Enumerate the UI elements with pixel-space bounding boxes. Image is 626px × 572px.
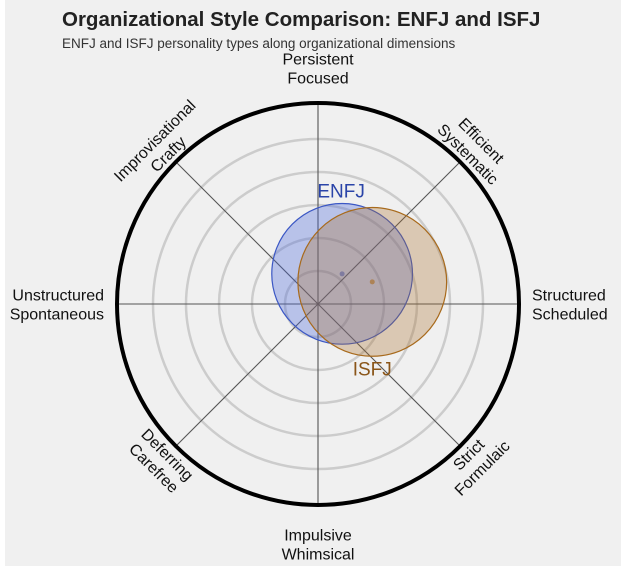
bubble-center-dot [339, 271, 345, 277]
bubble-enfj: ENFJ [271, 182, 414, 345]
series-label: ISFJ [353, 359, 392, 380]
svg-text:Structured: Structured [532, 288, 606, 305]
chart-subtitle: ENFJ and ISFJ personality types along or… [62, 36, 456, 51]
axis-line [175, 161, 319, 305]
axis-line [175, 303, 319, 447]
series-label: ENFJ [317, 182, 365, 203]
svg-text:Spontaneous: Spontaneous [10, 307, 104, 324]
svg-text:Whimsical: Whimsical [282, 547, 355, 564]
chart-title: Organizational Style Comparison: ENFJ an… [62, 8, 541, 31]
svg-text:Scheduled: Scheduled [532, 307, 608, 324]
svg-text:Focused: Focused [287, 71, 348, 88]
outer-boundary [115, 101, 521, 507]
bubbles: ENFJ ISFJ [271, 182, 448, 380]
axis-line [317, 161, 461, 305]
bubble-isfj: ISFJ [297, 206, 448, 380]
svg-text:Impulsive: Impulsive [284, 528, 352, 545]
polar-grid [115, 101, 521, 507]
bubble-center-dot [369, 279, 375, 285]
svg-text:Persistent: Persistent [282, 52, 354, 69]
axis-line [317, 303, 461, 447]
svg-text:Unstructured: Unstructured [12, 288, 104, 305]
